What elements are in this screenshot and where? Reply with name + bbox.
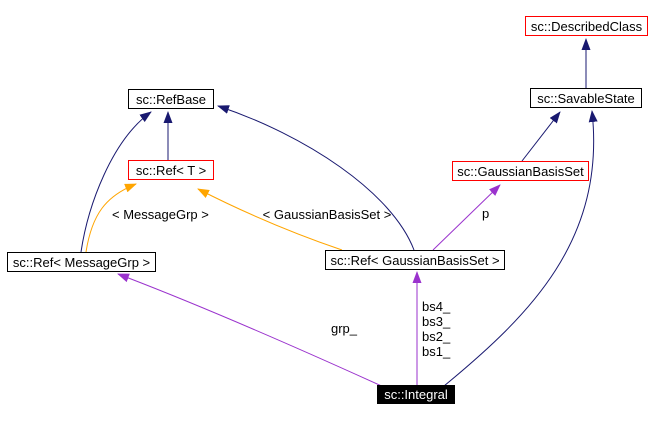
node-sc-ref-gaussianbasisset[interactable]: sc::Ref< GaussianBasisSet > — [325, 250, 505, 270]
edge-integral-inherits-savablestate — [443, 110, 598, 387]
edge-label-member-grp: grp_ — [331, 321, 358, 336]
edge-template-gaussianbasisset — [197, 188, 343, 251]
node-sc-savablestate[interactable]: sc::SavableState — [530, 88, 642, 108]
edge-refgaussianbasisset-inherits-refbase — [217, 105, 415, 251]
node-sc-ref-messagegrp[interactable]: sc::Ref< MessageGrp > — [7, 252, 156, 272]
edge-label-member-bs2: bs2_ — [422, 329, 451, 344]
edge-refgaussianbasisset-uses-gaussianbasisset — [432, 184, 501, 251]
edge-refmessagegrp-inherits-refbase — [80, 111, 152, 253]
node-sc-integral: sc::Integral — [377, 385, 455, 404]
node-sc-refbase[interactable]: sc::RefBase — [128, 89, 214, 109]
edge-label-member-p: p — [482, 206, 490, 221]
edge-label-template-messagegrp: < MessageGrp > — [112, 207, 209, 222]
edge-label-member-bs-list: bs4_ bs3_ bs2_ bs1_ — [422, 299, 450, 359]
edge-label-member-bs3: bs3_ — [422, 314, 451, 329]
edge-gaussianbasisset-inherits-savablestate — [521, 111, 561, 162]
edge-label-template-gaussianbasisset: < GaussianBasisSet > — [262, 207, 392, 222]
node-sc-describedclass[interactable]: sc::DescribedClass — [525, 16, 648, 36]
edge-label-member-bs4: bs4_ — [422, 299, 451, 314]
edge-template-messagegrp — [85, 183, 137, 253]
node-sc-ref-t[interactable]: sc::Ref< T > — [128, 160, 214, 180]
node-sc-gaussianbasisset[interactable]: sc::GaussianBasisSet — [452, 161, 589, 181]
edge-label-member-bs1: bs1_ — [422, 344, 451, 359]
edge-integral-uses-refmessagegrp — [117, 273, 387, 389]
